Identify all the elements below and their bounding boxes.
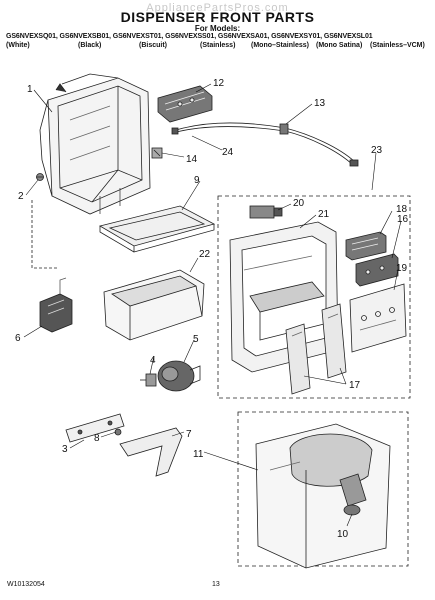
color-label: (Mono Satina) (316, 42, 363, 49)
part-dispenser-paddle (285, 323, 311, 395)
part-solenoid (140, 373, 157, 387)
part-led-board (355, 253, 399, 287)
page-title: DISPENSER FRONT PARTS (120, 9, 315, 25)
callout-20: 20 (293, 198, 305, 209)
callout-17: 17 (349, 380, 361, 391)
assembly-box-23 (217, 195, 411, 399)
part-bracket (65, 413, 125, 443)
document-number: W10132054 (7, 581, 45, 588)
part-dispenser-housing (229, 221, 339, 373)
watermark: AppliancePartsPros.com (146, 2, 289, 14)
callout-11: 11 (193, 449, 204, 460)
page-number: 13 (212, 581, 220, 588)
callout-12: 12 (213, 78, 225, 89)
callout-4: 4 (150, 355, 156, 366)
callout-7: 7 (186, 429, 192, 440)
callout-10: 10 (337, 529, 349, 540)
callout-18: 18 (396, 204, 408, 215)
part-control-board (157, 85, 213, 123)
part-clip (151, 147, 163, 159)
part-lever-bracket (119, 427, 183, 477)
part-switch (249, 205, 283, 219)
color-label: (Black) (78, 42, 102, 49)
callout-16: 16 (397, 214, 409, 225)
part-switch-board (345, 231, 387, 261)
part-wire-harness (171, 122, 359, 167)
color-label: (White) (6, 42, 30, 49)
dashed-bracket (31, 200, 58, 269)
callout-13: 13 (314, 98, 326, 109)
assembly-box-11 (237, 411, 409, 567)
part-tray-plate (98, 205, 216, 253)
part-motor (157, 360, 201, 392)
color-label: (Stainless) (200, 42, 236, 49)
color-label: (Biscuit) (139, 42, 167, 49)
part-ice-bin-housing (39, 73, 151, 215)
part-drip-tray (103, 269, 205, 341)
callout-23: 23 (371, 145, 383, 156)
part-dispenser-paddle (321, 303, 347, 379)
callout-1: 1 (27, 84, 33, 95)
callout-labels: 1 2 3 4 5 6 7 8 9 10 11 12 13 14 16 17 1… (15, 78, 409, 540)
model-numbers: GS6NVEXSQ01, GS6NVEXSB01, GS6NVEXST01, G… (6, 33, 373, 40)
color-label: (Mono–Stainless) (251, 42, 309, 49)
callout-8: 8 (94, 433, 100, 444)
part-ice-chute-housing (255, 423, 391, 569)
part-actuator (39, 277, 73, 333)
callout-6: 6 (15, 333, 21, 344)
callout-14: 14 (186, 154, 198, 165)
part-control-panel (349, 283, 407, 353)
for-models-label: For Models: (194, 24, 241, 33)
color-label: (Stainless–VCM) (370, 42, 425, 49)
callout-21: 21 (318, 209, 330, 220)
leader-lines (23, 83, 402, 527)
callout-24: 24 (222, 147, 234, 158)
callout-19: 19 (396, 263, 408, 274)
part-screw (36, 173, 44, 181)
callout-5: 5 (193, 334, 199, 345)
part-door-flap (339, 473, 367, 516)
callout-2: 2 (18, 191, 24, 202)
part-screw (114, 428, 122, 436)
callout-22: 22 (199, 249, 211, 260)
callout-3: 3 (62, 444, 68, 455)
callout-9: 9 (194, 175, 200, 186)
